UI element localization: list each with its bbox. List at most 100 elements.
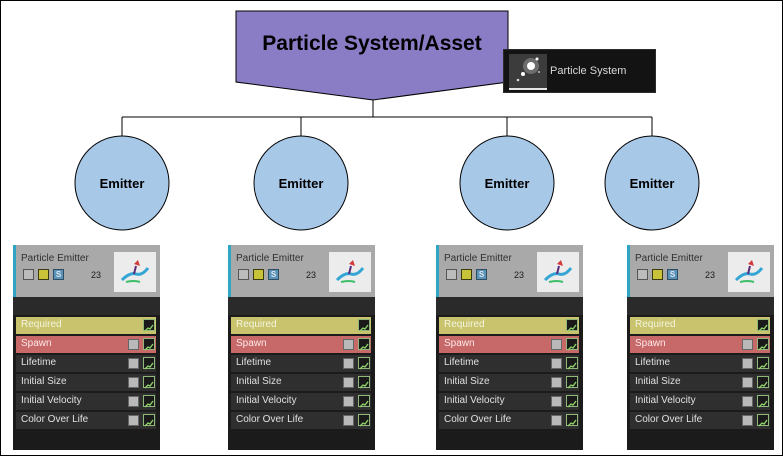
module-row-spawn[interactable]: Spawn [439, 336, 579, 353]
solo-toggle[interactable]: S [53, 269, 64, 280]
lod-toggle[interactable] [253, 269, 264, 280]
module-label: Required [444, 319, 485, 330]
curve-graph-icon[interactable] [566, 319, 578, 332]
module-enable-checkbox[interactable] [742, 396, 753, 407]
module-row-color-over-life[interactable]: Color Over Life [630, 412, 770, 429]
emitter-title: Particle Emitter [236, 253, 304, 264]
emitter-title: Particle Emitter [21, 253, 89, 264]
module-enable-checkbox[interactable] [128, 377, 139, 388]
particle-count: 23 [513, 270, 524, 280]
module-row-required[interactable]: Required [630, 317, 770, 334]
curve-graph-icon[interactable] [143, 414, 155, 427]
lod-toggle[interactable] [38, 269, 49, 280]
module-label: Initial Velocity [635, 395, 696, 406]
emitter-spacer [627, 297, 774, 315]
module-row-initial-size[interactable]: Initial Size [439, 374, 579, 391]
module-row-required[interactable]: Required [439, 317, 579, 334]
module-enable-checkbox[interactable] [551, 377, 562, 388]
module-enable-checkbox[interactable] [742, 415, 753, 426]
enable-checkbox[interactable] [238, 269, 249, 280]
curve-graph-icon[interactable] [143, 395, 155, 408]
curve-graph-icon[interactable] [358, 414, 370, 427]
module-row-color-over-life[interactable]: Color Over Life [231, 412, 371, 429]
module-row-initial-velocity[interactable]: Initial Velocity [231, 393, 371, 410]
curve-graph-icon[interactable] [358, 338, 370, 351]
solo-toggle[interactable]: S [268, 269, 279, 280]
curve-graph-icon[interactable] [757, 376, 769, 389]
module-row-initial-size[interactable]: Initial Size [16, 374, 156, 391]
curve-graph-icon[interactable] [566, 357, 578, 370]
module-enable-checkbox[interactable] [551, 396, 562, 407]
curve-graph-icon[interactable] [566, 395, 578, 408]
module-row-lifetime[interactable]: Lifetime [630, 355, 770, 372]
module-row-spawn[interactable]: Spawn [16, 336, 156, 353]
lod-toggle[interactable] [461, 269, 472, 280]
module-enable-checkbox[interactable] [742, 358, 753, 369]
curve-graph-icon[interactable] [143, 357, 155, 370]
curve-graph-icon[interactable] [757, 414, 769, 427]
module-enable-checkbox[interactable] [742, 339, 753, 350]
module-enable-checkbox[interactable] [742, 377, 753, 388]
module-enable-checkbox[interactable] [551, 358, 562, 369]
module-enable-checkbox[interactable] [128, 358, 139, 369]
module-label: Initial Size [444, 376, 490, 387]
module-row-lifetime[interactable]: Lifetime [439, 355, 579, 372]
module-row-required[interactable]: Required [231, 317, 371, 334]
emitter-label-1: Emitter [99, 176, 145, 191]
module-enable-checkbox[interactable] [128, 415, 139, 426]
module-enable-checkbox[interactable] [343, 415, 354, 426]
module-row-initial-velocity[interactable]: Initial Velocity [630, 393, 770, 410]
curve-graph-icon[interactable] [143, 319, 155, 332]
particle-system-badge: Particle System [503, 49, 656, 93]
curve-graph-icon[interactable] [757, 319, 769, 332]
module-enable-checkbox[interactable] [343, 396, 354, 407]
emitter-node-3 [459, 135, 555, 231]
curve-graph-icon[interactable] [358, 357, 370, 370]
solo-toggle[interactable]: S [667, 269, 678, 280]
curve-graph-icon[interactable] [143, 338, 155, 351]
curve-graph-icon[interactable] [143, 376, 155, 389]
module-row-lifetime[interactable]: Lifetime [231, 355, 371, 372]
solo-toggle[interactable]: S [476, 269, 487, 280]
module-row-initial-size[interactable]: Initial Size [630, 374, 770, 391]
module-label: Initial Velocity [236, 395, 297, 406]
module-row-initial-velocity[interactable]: Initial Velocity [439, 393, 579, 410]
enable-checkbox[interactable] [446, 269, 457, 280]
module-row-color-over-life[interactable]: Color Over Life [439, 412, 579, 429]
curve-graph-icon[interactable] [358, 376, 370, 389]
emitter-spacer [436, 297, 583, 315]
module-enable-checkbox[interactable] [343, 339, 354, 350]
module-enable-checkbox[interactable] [551, 339, 562, 350]
module-row-lifetime[interactable]: Lifetime [16, 355, 156, 372]
module-enable-checkbox[interactable] [551, 415, 562, 426]
emitter-node-4 [604, 135, 700, 231]
curve-graph-icon[interactable] [757, 357, 769, 370]
curve-graph-icon[interactable] [566, 338, 578, 351]
module-row-required[interactable]: Required [16, 317, 156, 334]
lod-toggle[interactable] [652, 269, 663, 280]
curve-graph-icon[interactable] [566, 414, 578, 427]
module-enable-checkbox[interactable] [128, 339, 139, 350]
module-row-initial-size[interactable]: Initial Size [231, 374, 371, 391]
curve-graph-icon[interactable] [757, 395, 769, 408]
curve-graph-icon[interactable] [566, 376, 578, 389]
module-row-spawn[interactable]: Spawn [231, 336, 371, 353]
module-label: Spawn [21, 338, 52, 349]
module-row-initial-velocity[interactable]: Initial Velocity [16, 393, 156, 410]
module-row-spawn[interactable]: Spawn [630, 336, 770, 353]
module-enable-checkbox[interactable] [128, 396, 139, 407]
module-enable-checkbox[interactable] [343, 377, 354, 388]
curve-graph-icon[interactable] [358, 319, 370, 332]
curve-graph-icon[interactable] [358, 395, 370, 408]
emitter-label-4: Emitter [629, 176, 675, 191]
module-row-color-over-life[interactable]: Color Over Life [16, 412, 156, 429]
enable-checkbox[interactable] [23, 269, 34, 280]
module-enable-checkbox[interactable] [343, 358, 354, 369]
enable-checkbox[interactable] [637, 269, 648, 280]
curve-graph-icon[interactable] [757, 338, 769, 351]
